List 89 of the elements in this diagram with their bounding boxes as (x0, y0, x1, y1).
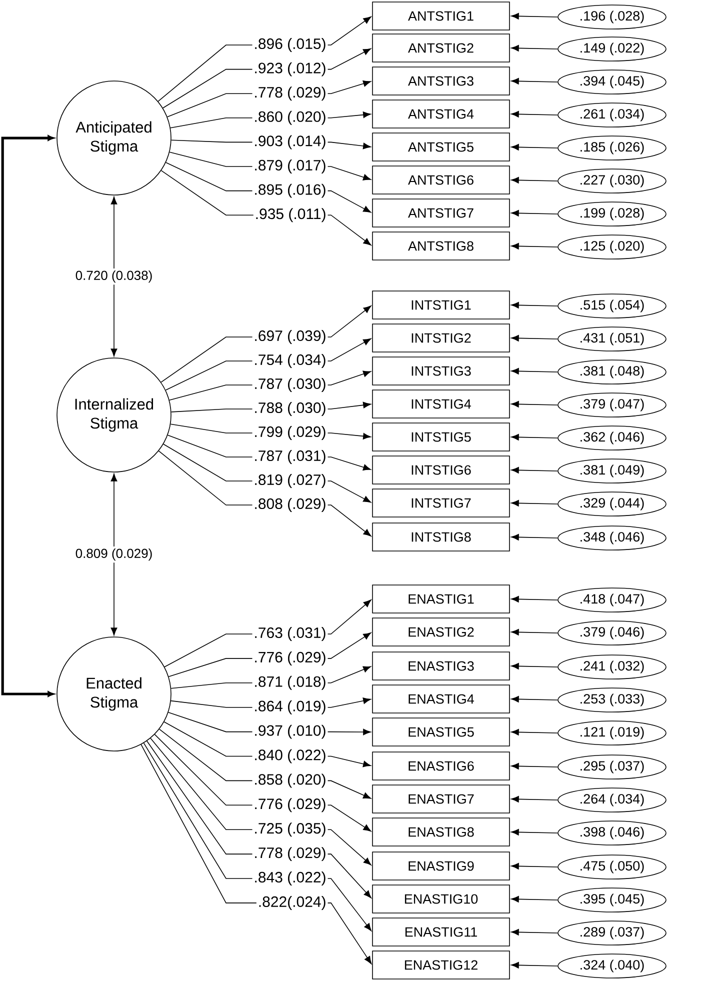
error-arrow (511, 500, 558, 506)
loading-label: .937 (.010) (255, 724, 326, 739)
error-arrow (511, 534, 558, 540)
loading-label: .788 (.030) (255, 402, 326, 416)
indicator-box: INTSTIG6 (372, 456, 510, 484)
indicator-box: ANTSTIG7 (372, 198, 510, 228)
indicator-box: INTSTIG7 (372, 488, 510, 518)
error-arrow (511, 763, 558, 770)
error-arrow (511, 663, 558, 670)
covariance-arrow (1, 135, 54, 697)
loading-label: .923 (.012) (255, 62, 326, 76)
error-arrow (511, 729, 558, 736)
indicator-box: INTSTIG5 (372, 422, 510, 452)
loading-label: .871 (.018) (255, 676, 326, 690)
error-arrow (511, 434, 558, 440)
error-arrow (511, 796, 558, 802)
indicator-box: ANTSTIG3 (372, 66, 510, 96)
loading-label: .799 (.029) (255, 426, 326, 440)
indicator-box: ANTSTIG1 (372, 2, 510, 30)
indicator-box: ENASTIG6 (372, 752, 510, 780)
error-arrow (511, 78, 558, 84)
indicator-box: ANTSTIG6 (372, 166, 510, 194)
error-arrow (511, 302, 558, 308)
error-arrow (511, 210, 558, 216)
error-arrow (511, 243, 558, 250)
error-arrow (511, 829, 558, 836)
loading-label: .778 (.029) (255, 86, 326, 101)
error-arrow (511, 696, 558, 702)
error-arrow (511, 111, 558, 118)
error-arrow (511, 863, 558, 870)
indicator-box: ANTSTIG2 (372, 34, 510, 62)
loading-label: .808 (.029) (255, 498, 326, 512)
covariance-arrow (110, 196, 118, 356)
error-arrow (511, 13, 558, 20)
loading-label: .896 (.015) (255, 38, 326, 52)
loading-label: .725 (.035) (255, 822, 326, 837)
error-arrow (511, 335, 558, 342)
indicator-box: INTSTIG8 (372, 522, 510, 552)
loading-label: .819 (.027) (255, 474, 326, 488)
loading-label: .935 (.011) (256, 208, 326, 222)
edge-label: 0.809 (0.029) (76, 548, 152, 561)
indicator-box: ENASTIG8 (372, 818, 510, 846)
error-arrow (511, 929, 558, 936)
loading-label: .763 (.031) (255, 627, 326, 641)
loading-label: .860 (.020) (255, 110, 326, 125)
edge-label: 0.720 (0.038) (76, 270, 152, 283)
loading-label: .858 (.020) (255, 774, 326, 788)
loading-label: .822(.024) (259, 896, 326, 910)
indicator-box: ENASTIG9 (372, 852, 510, 880)
indicator-box: ENASTIG7 (372, 784, 510, 814)
indicator-box: INTSTIG1 (372, 290, 510, 320)
loading-label: .895 (.016) (255, 184, 326, 198)
indicator-box: ANTSTIG5 (372, 132, 510, 162)
error-arrow (511, 629, 558, 636)
loading-label: .787 (.030) (255, 378, 326, 392)
error-arrow (511, 401, 558, 408)
loading-label: .787 (.031) (255, 450, 326, 464)
loading-label: .778 (.029) (255, 847, 326, 862)
loading-label: .754 (.034) (255, 354, 326, 368)
error-arrow (511, 896, 558, 902)
loading-label: .697 (.039) (255, 330, 326, 344)
indicator-box: INTSTIG2 (372, 324, 510, 352)
error-arrow (511, 467, 558, 474)
indicator-box: ENASTIG1 (372, 584, 510, 614)
indicator-box: ENASTIG3 (372, 652, 510, 680)
loading-label: .843 (.022) (255, 872, 326, 886)
indicator-box: ENASTIG2 (372, 618, 510, 646)
loading-label: .879 (.017) (255, 160, 326, 174)
error-arrow (511, 45, 558, 52)
loading-label: .840 (.022) (255, 749, 326, 764)
indicator-box: ENASTIG12 (372, 950, 510, 980)
loading-label: .776 (.029) (255, 651, 326, 666)
indicator-box: ENASTIG4 (372, 684, 510, 714)
loading-label: .776 (.029) (255, 798, 326, 812)
indicator-box: ANTSTIG8 (372, 232, 510, 260)
error-arrow (511, 144, 558, 150)
error-arrow (511, 368, 558, 374)
covariance-arrow (110, 474, 118, 636)
error-arrow (511, 962, 558, 968)
error-arrow (511, 596, 558, 602)
indicator-box: INTSTIG4 (372, 390, 510, 418)
indicator-box: ANTSTIG4 (372, 100, 510, 128)
loading-label: .903 (.014) (255, 135, 326, 150)
loading-label: .864 (.019) (255, 700, 326, 714)
indicator-box: ENASTIG11 (372, 918, 510, 946)
indicator-box: INTSTIG3 (372, 356, 510, 386)
indicator-box: ENASTIG10 (372, 884, 510, 914)
indicator-box: ENASTIG5 (372, 718, 510, 746)
error-arrow (511, 177, 558, 184)
